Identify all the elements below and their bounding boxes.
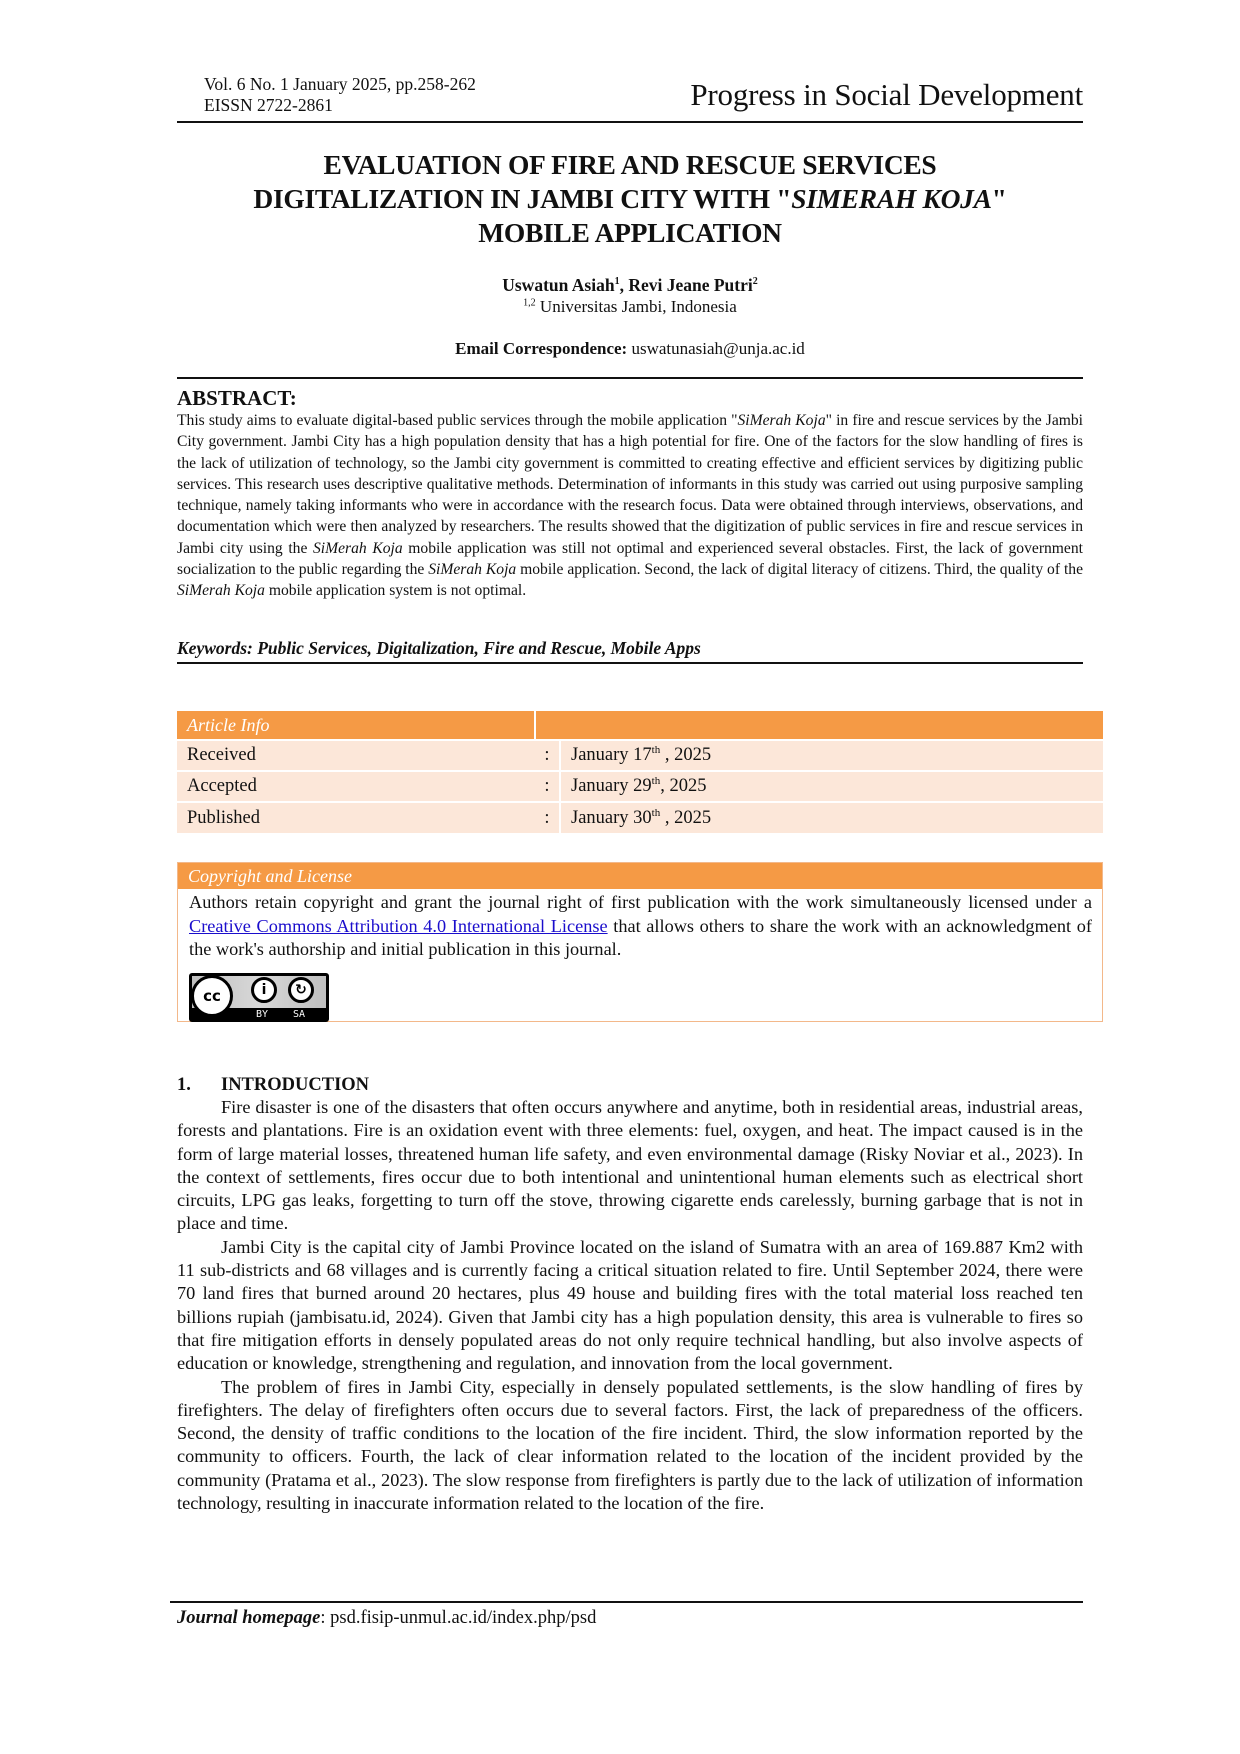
row-colon: : [535,801,561,833]
affiliation: 1,2 Universitas Jambi, Indonesia [177,297,1083,317]
correspondence: Email Correspondence: uswatunasiah@unja.… [177,339,1083,359]
app-name-italic: SIMERAH KOJA [791,183,992,214]
running-header: Vol. 6 No. 1 January 2025, pp.258-262 EI… [177,74,1083,122]
cc-by-sa-badge[interactable]: cc i ↻ BY SA [189,973,329,1022]
app-name-italic: SiMerah Koja [428,561,517,579]
received-label: Received [177,739,535,771]
by-label: BY [256,1009,269,1020]
paragraph: Jambi City is the capital city of Jambi … [177,1236,1083,1374]
row-colon: : [535,739,561,771]
abstract-body: This study aims to evaluate digital-base… [177,410,1083,602]
cc-license-link[interactable]: Creative Commons Attribution 4.0 Interna… [189,915,608,936]
journal-homepage-url[interactable]: psd.fisip-unmul.ac.id/index.php/psd [330,1608,597,1628]
abstract-text: " in fire and rescue services by the Jam… [177,412,1084,557]
footer-label: Journal homepage [177,1608,321,1628]
date-text: January 30 [571,807,652,828]
paragraph: The problem of fires in Jambi City, espe… [177,1376,1083,1514]
author-list: Uswatun Asiah1, Revi Jeane Putri2 [177,275,1083,295]
volume-line: Vol. 6 No. 1 January 2025, pp.258-262 [204,74,476,94]
received-date: January 17th , 2025 [560,739,1103,771]
title-quote: " [991,183,1007,214]
issue-info: Vol. 6 No. 1 January 2025, pp.258-262 EI… [204,74,476,116]
paragraph: Fire disaster is one of the disasters th… [177,1097,1083,1234]
abstract-text: mobile application. Second, the lack of … [516,561,1083,579]
attribution-icon: i [251,977,277,1003]
date-year: , 2025 [660,745,712,765]
app-name-italic: SiMerah Koja [737,412,826,429]
copyright-license-box: Copyright and License Authors retain cop… [177,862,1103,1022]
abstract-top-rule [177,377,1083,379]
title-line-2-text: DIGITALIZATION IN JAMBI CITY WITH " [253,183,792,214]
date-year: , 2025 [660,807,712,828]
date-suffix: th [651,774,661,787]
article-info-header-fill [535,711,1103,740]
author-1-affil: 1 [614,276,620,288]
table-row: Published : January 30th , 2025 [177,801,1103,833]
author-2: Revi Jeane Putri [628,275,753,295]
copyright-text-before: Authors retain copyright and grant the j… [189,892,1092,912]
copyright-heading: Copyright and License [178,863,1102,889]
affiliation-sup: 1,2 [523,297,536,309]
paper-title: EVALUATION OF FIRE AND RESCUE SERVICES D… [177,148,1083,250]
abstract-heading: ABSTRACT: [177,386,297,410]
table-row: Received : January 17th , 2025 [177,739,1103,771]
article-info-table: Article Info Received : January 17th , 2… [177,711,1103,833]
affiliation-text: Universitas Jambi, Indonesia [539,297,737,316]
creative-commons-icon: cc [191,975,233,1017]
email-address[interactable]: uswatunasiah@unja.ac.id [631,339,805,358]
journal-name: Progress in Social Development [690,77,1083,112]
date-suffix: th [651,806,661,819]
app-name-italic: SiMerah Koja [177,582,265,600]
accepted-date: January 29th, 2025 [560,770,1103,802]
article-info-header: Article Info [177,711,1103,740]
copyright-text: Authors retain copyright and grant the j… [178,889,1102,962]
abstract-text: mobile application system is not optimal… [264,582,527,600]
abstract-bottom-rule [177,662,1083,664]
date-suffix: th [651,743,661,756]
header-divider [177,121,1083,123]
title-line-1: EVALUATION OF FIRE AND RESCUE SERVICES [323,149,937,180]
date-text: January 29 [571,776,652,796]
table-row: Accepted : January 29th, 2025 [177,770,1103,802]
journal-homepage-footer: Journal homepage: psd.fisip-unmul.ac.id/… [177,1607,596,1629]
author-2-affil: 2 [752,276,758,288]
share-alike-icon: ↻ [288,977,314,1003]
article-info-heading: Article Info [177,711,536,740]
footer-colon: : [320,1608,331,1628]
date-text: January 17 [571,745,652,765]
row-colon: : [535,770,561,802]
sa-label: SA [293,1009,306,1020]
keywords: Keywords: Public Services, Digitalizatio… [177,638,701,658]
accepted-label: Accepted [177,770,535,802]
author-1: Uswatun Asiah [502,275,615,295]
footer-divider [170,1601,1083,1603]
section-number: 1. [177,1075,191,1095]
title-line-3: MOBILE APPLICATION [478,217,782,248]
author-separator: , [619,275,629,295]
section-heading-introduction: 1. INTRODUCTION [177,1074,369,1096]
issn-line: EISSN 2722-2861 [204,95,333,115]
abstract-text: mobile application was still not optimal… [177,539,1083,579]
copyright-text-after: that allows others to share the work wit… [189,915,1092,960]
app-name-italic: SiMerah Koja [313,539,403,557]
title-line-2: DIGITALIZATION IN JAMBI CITY WITH "SIMER… [177,182,1083,216]
email-label: Email Correspondence: [455,339,628,358]
abstract-text: This study aims to evaluate digital-base… [177,412,738,429]
published-date: January 30th , 2025 [560,801,1103,833]
date-year: , 2025 [660,776,707,796]
published-label: Published [177,801,535,833]
introduction-body: Fire disaster is one of the disasters th… [177,1096,1083,1515]
section-title: INTRODUCTION [221,1075,370,1095]
